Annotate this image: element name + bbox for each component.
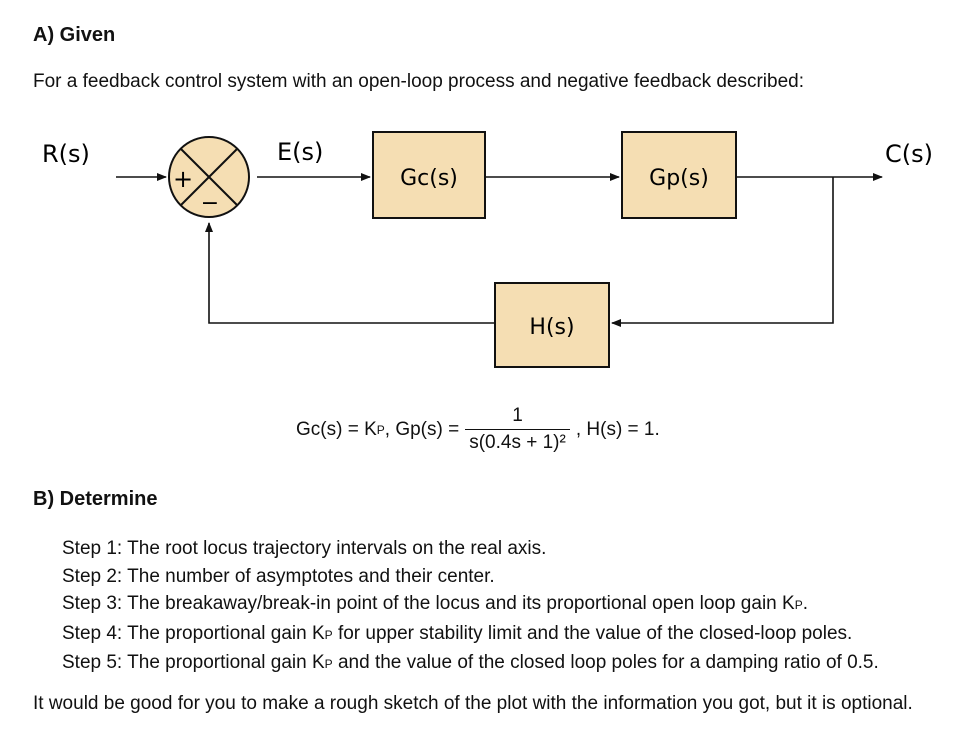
kp-subscript: P bbox=[376, 422, 385, 437]
step-1: Step 1: The root locus trajectory interv… bbox=[62, 538, 547, 559]
steps-list: Step 1: The root locus trajectory interv… bbox=[62, 535, 879, 679]
gp-denominator: s(0.4s + 1)² bbox=[465, 429, 570, 454]
feedback-block bbox=[494, 282, 610, 368]
step-2: Step 2: The number of asymptotes and the… bbox=[62, 565, 495, 587]
gc-equation: Gc(s) = K bbox=[296, 418, 377, 440]
step-3: Step 3: The breakaway/break-in point of … bbox=[62, 593, 808, 614]
footer-note: It would be good for you to make a rough… bbox=[33, 693, 913, 714]
problem-intro: For a feedback control system with an op… bbox=[33, 71, 805, 92]
summing-junction bbox=[168, 136, 250, 218]
input-label: R(s) bbox=[42, 140, 90, 168]
gp-equation-label: , Gp(s) = bbox=[384, 418, 460, 440]
process-block bbox=[621, 131, 737, 219]
feedback-path-line bbox=[611, 177, 834, 327]
error-label: E(s) bbox=[277, 138, 323, 166]
minus-sign: − bbox=[201, 191, 219, 216]
gp-numerator: 1 bbox=[512, 405, 523, 426]
feedback-return-line bbox=[205, 222, 495, 324]
block-diagram: + − Gc(s) Gp(s) H(s) R(s) E(s) C(s) bbox=[42, 131, 933, 368]
process-label: Gp(s) bbox=[649, 166, 709, 191]
gp-fraction: 1 s(0.4s + 1)² bbox=[465, 405, 570, 454]
section-a-heading: A) Given bbox=[33, 24, 116, 46]
feedback-label: H(s) bbox=[529, 315, 574, 340]
plus-sign: + bbox=[173, 165, 193, 193]
step-5: Step 5: The proportional gain KP and the… bbox=[62, 652, 879, 673]
output-label: C(s) bbox=[885, 140, 933, 168]
controller-label: Gc(s) bbox=[400, 166, 458, 191]
step-4: Step 4: The proportional gain KP for upp… bbox=[62, 622, 853, 644]
h-equation: , H(s) = 1. bbox=[575, 418, 660, 440]
section-b-heading: B) Determine bbox=[33, 488, 158, 510]
controller-block bbox=[372, 131, 486, 219]
